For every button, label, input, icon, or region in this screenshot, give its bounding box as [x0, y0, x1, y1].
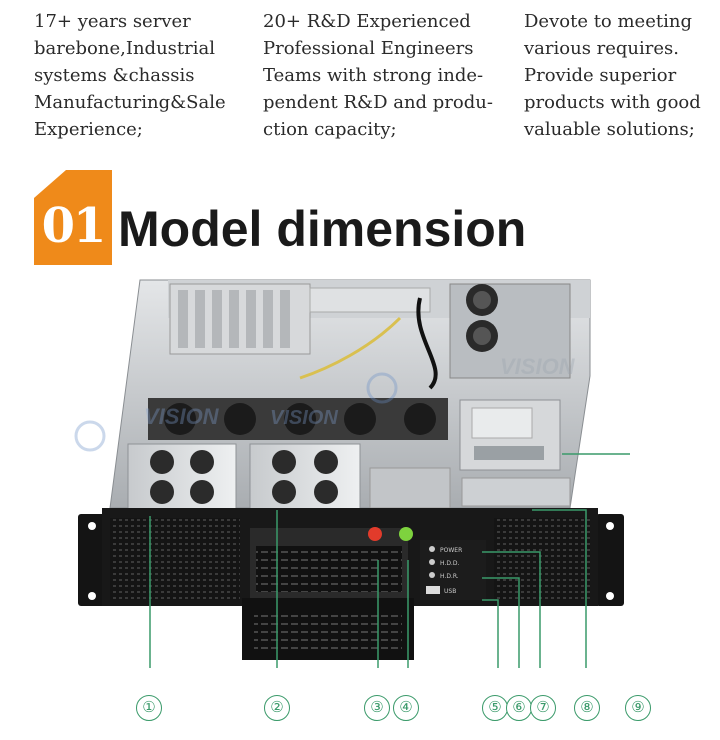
intro-line: 17+ years server: [34, 11, 191, 32]
intro-column-solutions: Devote to meeting various requires. Prov…: [524, 8, 701, 143]
indicator-panel: POWER H.D.D. H.D.R. USB: [420, 540, 486, 600]
server-chassis-illustration: VISION VISION VISION POWER H.D.D. H.D.R.: [74, 279, 630, 668]
intro-column-rnd: 20+ R&D Experienced Professional Enginee…: [263, 8, 493, 143]
power-button: [368, 527, 382, 541]
chassis-body: [109, 279, 591, 515]
callout-7: ⑦: [530, 695, 556, 721]
watermark-text: VISION: [144, 404, 220, 429]
psu-module: [459, 399, 561, 471]
front-bezel: POWER H.D.D. H.D.R. USB: [78, 508, 624, 660]
intro-line: Experience;: [34, 119, 143, 140]
reset-button: [399, 527, 413, 541]
callout-lines: [149, 453, 630, 668]
callout-3: ③: [364, 695, 390, 721]
badge-corner-fold: [34, 170, 66, 198]
intro-column-experience: 17+ years server barebone,Industrial sys…: [34, 8, 226, 143]
intro-line: valuable solutions;: [524, 119, 695, 140]
intro-line: 20+ R&D Experienced: [263, 11, 471, 32]
fan-wall: [148, 398, 448, 440]
intro-line: ction capacity;: [263, 119, 397, 140]
brand-watermark: VISION VISION VISION: [74, 354, 576, 452]
expansion-slot-bracket: [169, 283, 311, 355]
usb-port-label: USB: [444, 588, 456, 595]
callout-8: ⑧: [574, 695, 600, 721]
intro-line: various requires.: [524, 38, 679, 59]
section-title: Model dimension: [118, 201, 527, 257]
drive-bay-cage: [249, 443, 361, 515]
callout-2: ②: [264, 695, 290, 721]
watermark-text: VISION: [270, 407, 338, 429]
intro-line: Devote to meeting: [524, 11, 692, 32]
intro-line: pendent R&D and produ-: [263, 92, 493, 113]
power-supply-cage: [449, 283, 571, 379]
section-number: 01: [41, 198, 107, 254]
intro-line: Teams with strong inde-: [263, 65, 484, 86]
callout-6: ⑥: [506, 695, 532, 721]
intro-line: Manufacturing&Sale: [34, 92, 226, 113]
callout-4: ④: [393, 695, 419, 721]
intro-line: products with good: [524, 92, 701, 113]
watermark-text: VISION: [500, 354, 576, 379]
callout-1: ①: [136, 695, 162, 721]
callout-5: ⑤: [482, 695, 508, 721]
power-led-label: POWER: [440, 547, 462, 554]
drive-bay-cage: [127, 443, 237, 515]
intro-line: barebone,Industrial: [34, 38, 215, 59]
intro-line: Professional Engineers: [263, 38, 474, 59]
intro-line: systems &chassis: [34, 65, 195, 86]
hdd2-led-label: H.D.R.: [440, 573, 459, 580]
hdd-led-label: H.D.D.: [440, 560, 459, 567]
callout-9: ⑨: [625, 695, 651, 721]
intro-line: Provide superior: [524, 65, 677, 86]
